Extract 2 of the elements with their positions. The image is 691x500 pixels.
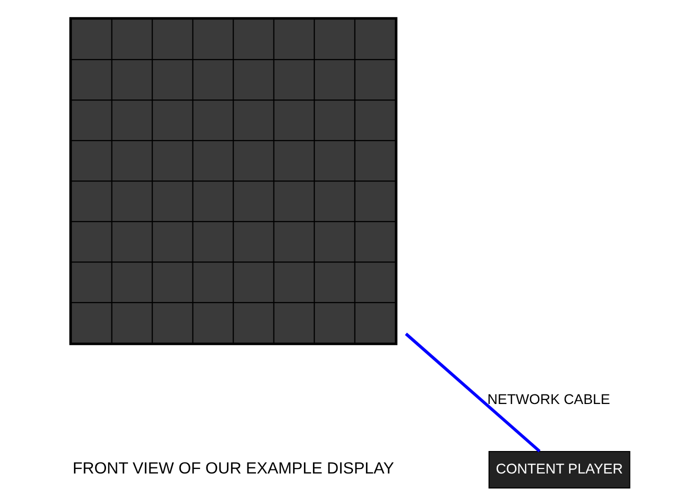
edge-label: NETWORK CABLE — [487, 392, 610, 408]
label: FRONT VIEW OF OUR EXAMPLE DISPLAY — [72, 459, 394, 478]
